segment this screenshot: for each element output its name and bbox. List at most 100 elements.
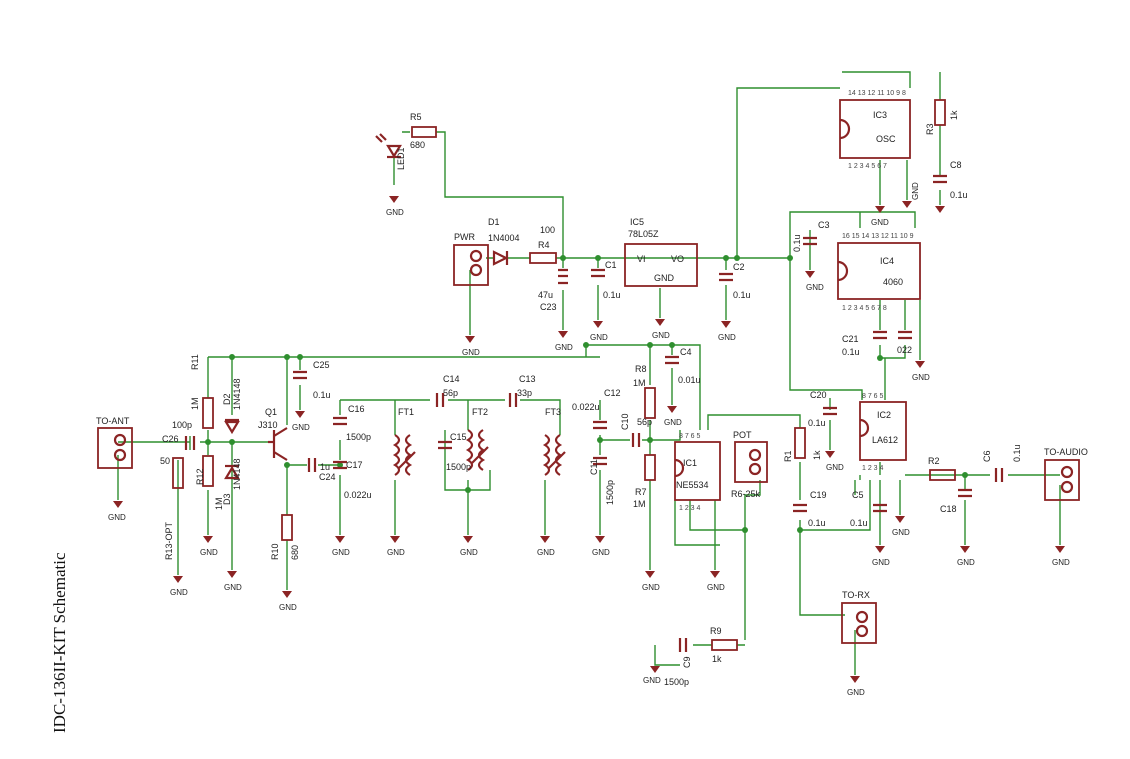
svg-text:GND: GND: [292, 423, 310, 432]
svg-text:100p: 100p: [172, 420, 192, 430]
svg-text:GND: GND: [555, 343, 573, 352]
svg-text:C21: C21: [842, 334, 859, 344]
svg-text:C8: C8: [950, 160, 962, 170]
ic3-oscillator: IC3 OSC 14 13 12 11 10 9 8 1 2 3 4 5 6 7: [839, 90, 911, 170]
svg-text:GND: GND: [652, 331, 670, 340]
svg-text:IC4: IC4: [880, 256, 894, 266]
svg-text:0.1u: 0.1u: [842, 347, 860, 357]
svg-text:R3: R3: [925, 123, 935, 135]
connector-pwr: PWR: [453, 232, 489, 286]
svg-text:VO: VO: [671, 254, 684, 264]
svg-text:47u: 47u: [538, 290, 553, 300]
svg-text:GND: GND: [654, 273, 675, 283]
svg-text:C25: C25: [313, 360, 330, 370]
svg-text:PWR: PWR: [454, 232, 475, 242]
svg-text:0.01u: 0.01u: [678, 375, 701, 385]
ground-labels: GND GND GND GND GND GND GND GND GND GND …: [108, 182, 1070, 697]
svg-text:OSC: OSC: [876, 134, 896, 144]
svg-text:GND: GND: [108, 513, 126, 522]
svg-text:1k: 1k: [949, 110, 959, 120]
svg-text:NE5534: NE5534: [676, 480, 709, 490]
svg-text:IC1: IC1: [683, 458, 697, 468]
svg-text:R10: R10: [270, 543, 280, 560]
svg-text:GND: GND: [200, 548, 218, 557]
svg-text:IC5: IC5: [630, 217, 644, 227]
svg-text:GND: GND: [387, 548, 405, 557]
svg-text:0.1u: 0.1u: [313, 390, 331, 400]
svg-text:022: 022: [897, 345, 912, 355]
svg-text:GND: GND: [872, 558, 890, 567]
svg-text:GND: GND: [718, 333, 736, 342]
svg-text:8 7 6 5: 8 7 6 5: [862, 393, 884, 400]
svg-text:C23: C23: [540, 302, 557, 312]
svg-text:R9: R9: [710, 626, 722, 636]
capacitors: [184, 174, 1004, 652]
part-labels: R5 680 LED1 D1 1N4004 100 R4 47u C23 C1 …: [160, 110, 1022, 687]
svg-text:C13: C13: [519, 374, 536, 384]
svg-text:1500p: 1500p: [605, 480, 615, 505]
svg-text:56p: 56p: [637, 417, 652, 427]
svg-text:C26: C26: [162, 434, 179, 444]
svg-text:C11: C11: [589, 459, 599, 475]
svg-text:33p: 33p: [517, 388, 532, 398]
ground-symbols: [113, 196, 1065, 683]
svg-text:1N4148: 1N4148: [232, 458, 242, 490]
svg-text:C20: C20: [810, 390, 827, 400]
svg-text:0.1u: 0.1u: [808, 518, 826, 528]
svg-text:TO-ANT: TO-ANT: [96, 416, 130, 426]
svg-text:GND: GND: [592, 548, 610, 557]
svg-text:1M: 1M: [633, 499, 646, 509]
svg-text:0.1u: 0.1u: [792, 234, 802, 252]
svg-text:D2: D2: [222, 393, 232, 405]
connector-to-ant: TO-ANT: [96, 416, 133, 469]
svg-text:100: 100: [540, 225, 555, 235]
ic1-opamp: IC1 NE5534 8 7 6 5 1 2 3 4: [674, 433, 721, 512]
svg-text:R2: R2: [928, 456, 940, 466]
svg-text:IC3: IC3: [873, 110, 887, 120]
svg-text:TO-RX: TO-RX: [842, 590, 870, 600]
svg-text:GND: GND: [642, 583, 660, 592]
svg-text:0.1u: 0.1u: [603, 290, 621, 300]
svg-text:J310: J310: [258, 420, 278, 430]
svg-text:GND: GND: [224, 583, 242, 592]
svg-text:GND: GND: [1052, 558, 1070, 567]
svg-text:56p: 56p: [443, 388, 458, 398]
svg-text:TO-AUDIO: TO-AUDIO: [1044, 447, 1088, 457]
svg-text:R13-OPT: R13-OPT: [164, 521, 174, 560]
svg-text:GND: GND: [460, 548, 478, 557]
svg-text:R4: R4: [538, 240, 550, 250]
svg-text:LED1: LED1: [396, 147, 406, 170]
svg-text:1N4004: 1N4004: [488, 233, 520, 243]
svg-text:680: 680: [290, 545, 300, 560]
svg-text:C9: C9: [682, 656, 692, 668]
svg-text:C1: C1: [605, 260, 617, 270]
svg-text:1500p: 1500p: [446, 462, 471, 472]
ic2-mixer: IC2 LA612 8 7 6 5 1 2 3 4: [859, 393, 907, 472]
svg-text:GND: GND: [332, 548, 350, 557]
svg-text:D1: D1: [488, 217, 500, 227]
svg-text:C19: C19: [810, 490, 827, 500]
svg-text:FT2: FT2: [472, 407, 488, 417]
svg-text:R12: R12: [195, 468, 205, 485]
svg-text:16 15 14 13 12 11 10 9: 16 15 14 13 12 11 10 9: [842, 233, 914, 240]
svg-text:R6-25k: R6-25k: [731, 489, 761, 499]
connector-to-rx: TO-RX: [841, 590, 877, 644]
svg-text:GND: GND: [664, 418, 682, 427]
svg-text:C3: C3: [818, 220, 830, 230]
svg-text:C18: C18: [940, 504, 957, 514]
svg-text:GND: GND: [537, 548, 555, 557]
svg-text:4060: 4060: [883, 277, 903, 287]
svg-text:1500p: 1500p: [346, 432, 371, 442]
svg-text:1k: 1k: [812, 450, 822, 460]
svg-text:0.1u: 0.1u: [808, 418, 826, 428]
svg-text:VI: VI: [637, 254, 646, 264]
svg-text:0.022u: 0.022u: [572, 402, 600, 412]
diodes: [224, 133, 509, 480]
svg-text:GND: GND: [462, 348, 480, 357]
svg-text:GND: GND: [170, 588, 188, 597]
svg-text:GND: GND: [590, 333, 608, 342]
svg-text:R7: R7: [635, 487, 647, 497]
svg-text:POT: POT: [733, 430, 752, 440]
svg-text:FT1: FT1: [398, 407, 414, 417]
